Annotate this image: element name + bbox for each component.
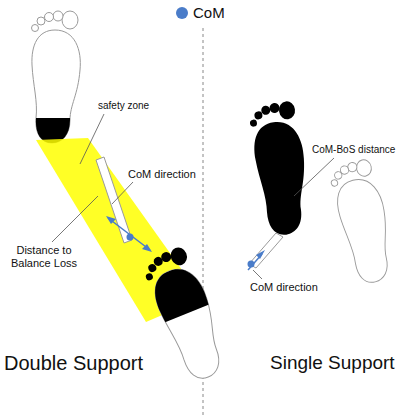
foot-heel-support [30,11,90,148]
legend-text: CoM [193,4,225,21]
callout-label: Distance to Balance Loss [8,244,80,269]
leader-line [253,270,262,279]
callout-label: CoM direction [250,281,318,294]
foot-swing [328,158,401,287]
leader-line [112,182,133,204]
callout-label: safety zone [98,100,149,112]
callout-label: CoM-BoS distance [312,144,395,156]
legend-entry: CoM [176,4,225,21]
panel-title: Single Support [270,352,395,374]
leader-line [294,158,334,196]
leader-line [52,196,98,242]
foot-single-support [248,100,315,238]
panel-title: Double Support [4,352,143,375]
com-dot [127,234,134,241]
com-dot [248,261,255,268]
foot-forefoot-support [138,240,243,385]
leader-line [80,114,104,164]
distance-bar [96,157,132,243]
legend-swatch [176,7,188,19]
callout-label: CoM direction [128,168,196,181]
